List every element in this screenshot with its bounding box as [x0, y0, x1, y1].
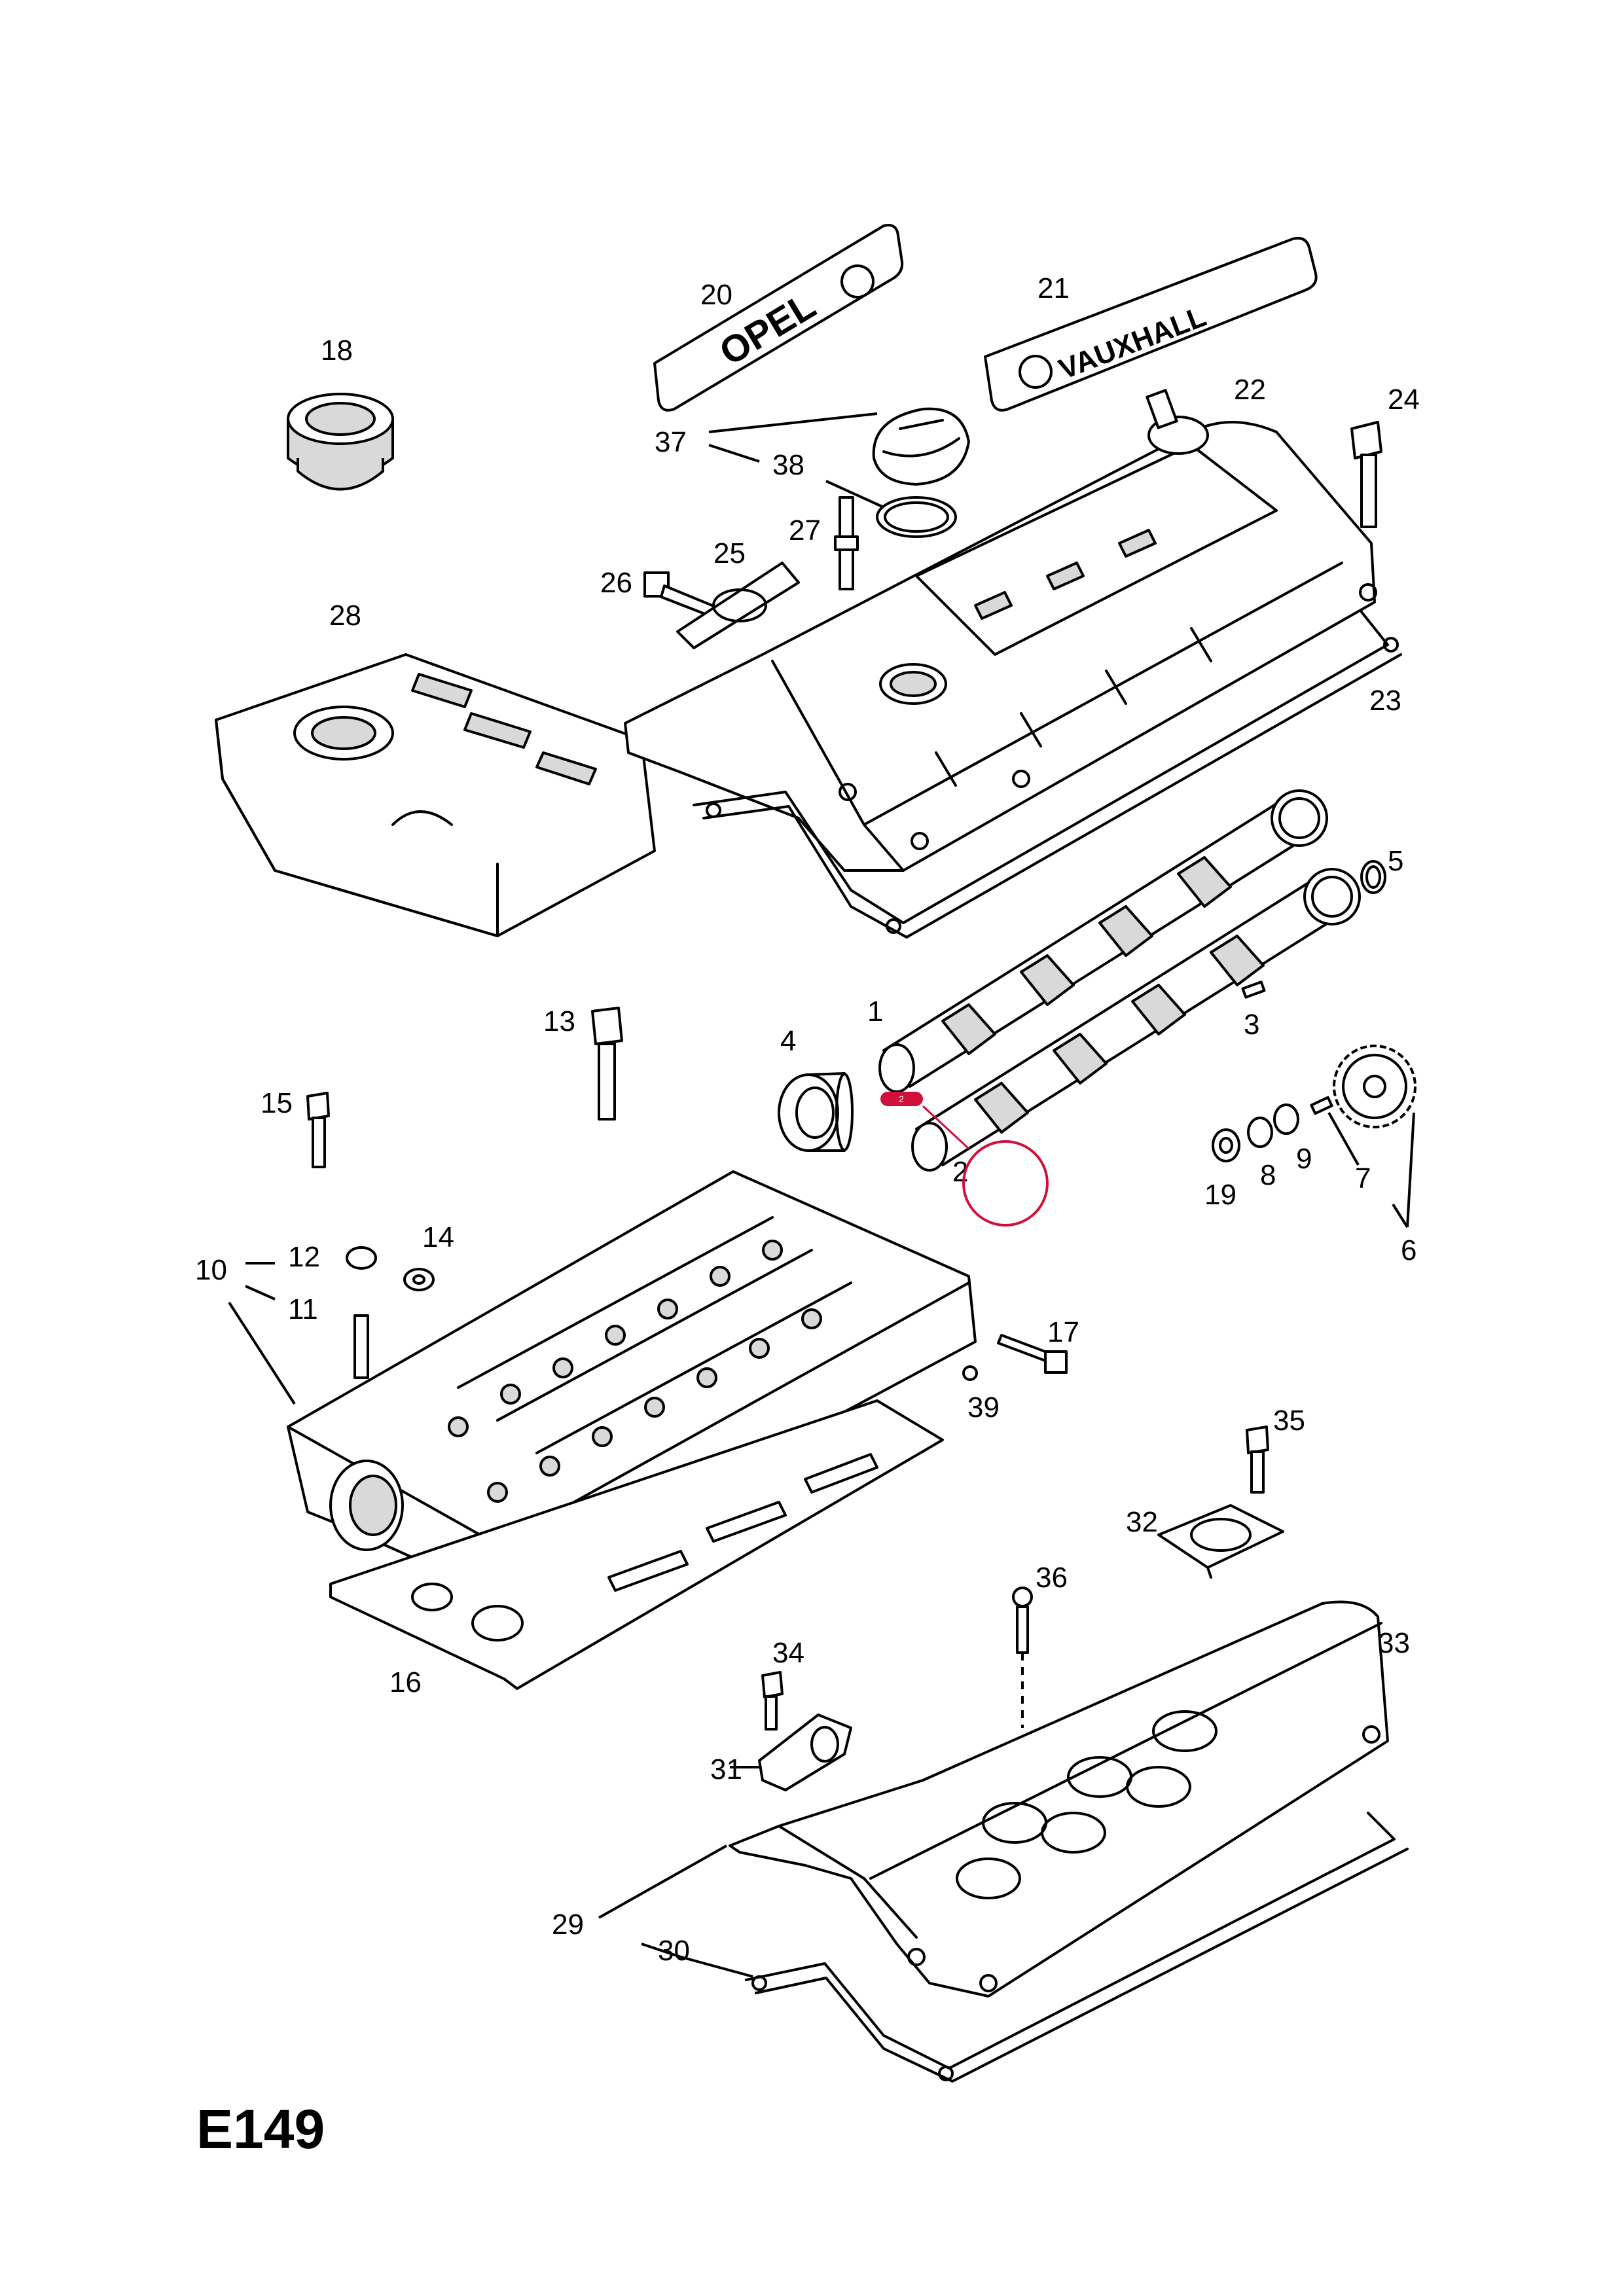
callout-22: 22 — [1234, 374, 1266, 406]
part-18-filler-neck[interactable] — [287, 393, 394, 491]
callout-8: 8 — [1260, 1159, 1276, 1191]
callout-32: 32 — [1126, 1506, 1158, 1538]
callout-18: 18 — [321, 334, 353, 367]
part-3-woodruff-key[interactable] — [1241, 980, 1266, 999]
callout-30: 30 — [658, 1935, 690, 1967]
highlight-circle[interactable] — [962, 1140, 1049, 1227]
part-12-nut[interactable] — [346, 1246, 377, 1270]
part-16-head-gasket[interactable] — [329, 1399, 944, 1690]
callout-38: 38 — [772, 449, 804, 481]
callout-1: 1 — [867, 996, 883, 1028]
part-25-flange[interactable] — [676, 562, 800, 649]
callout-19: 19 — [1204, 1179, 1236, 1211]
callout-21: 21 — [1038, 272, 1070, 304]
part-34-bolt[interactable] — [761, 1671, 784, 1731]
callout-34: 34 — [772, 1637, 804, 1669]
part-28-engine-cover[interactable] — [215, 653, 656, 937]
part-29-lower-cover[interactable] — [729, 1600, 1389, 1998]
callout-23: 23 — [1369, 685, 1401, 717]
page-code: E149 — [196, 2098, 325, 2160]
callout-20: 20 — [700, 279, 732, 311]
highlight-badge-label: 2 — [899, 1094, 904, 1104]
callout-26: 26 — [600, 567, 632, 599]
callout-14: 14 — [422, 1221, 454, 1253]
opel-logo — [840, 264, 875, 298]
callout-3: 3 — [1244, 1009, 1259, 1041]
part-9-washer[interactable] — [1273, 1103, 1299, 1135]
part-4-oil-seal[interactable] — [778, 1072, 854, 1152]
part-27-stud[interactable] — [834, 496, 859, 590]
part-5-seal-ring[interactable] — [1360, 860, 1386, 894]
highlight-annotation[interactable]: 2 — [880, 1092, 1049, 1227]
part-35-bolt[interactable] — [1246, 1426, 1269, 1494]
part-11-stud[interactable] — [353, 1314, 369, 1379]
callout-5: 5 — [1388, 845, 1403, 877]
callout-29: 29 — [552, 1909, 584, 1941]
callout-17: 17 — [1047, 1316, 1079, 1348]
part-10-cylinder-head[interactable] — [287, 1170, 977, 1592]
callout-15: 15 — [261, 1087, 293, 1119]
part-32-housing-cover[interactable] — [1157, 1504, 1284, 1579]
part-22-camshaft-cover[interactable] — [624, 389, 1377, 872]
part-30-lower-gasket[interactable] — [745, 1812, 1409, 2083]
part-21-vauxhall-nameplate[interactable]: VAUXHALL — [984, 236, 1318, 412]
callout-4: 4 — [780, 1025, 796, 1057]
part-31-flange[interactable] — [758, 1713, 852, 1791]
callout-labels: 1 2 3 4 5 6 7 8 9 10 11 12 13 14 15 16 1… — [195, 272, 1420, 1967]
callout-6: 6 — [1401, 1234, 1416, 1266]
callout-7: 7 — [1355, 1162, 1371, 1194]
callout-24: 24 — [1388, 384, 1420, 416]
callout-31: 31 — [710, 1753, 742, 1785]
part-36-stud[interactable] — [1012, 1587, 1033, 1728]
part-17-bolt[interactable] — [997, 1334, 1068, 1374]
part-20-opel-nameplate[interactable]: OPEL — [653, 224, 904, 412]
callout-39: 39 — [967, 1391, 1000, 1424]
highlight-badge[interactable] — [880, 1092, 923, 1106]
part-39-plug[interactable] — [962, 1365, 978, 1381]
part-24-bolt[interactable] — [1350, 421, 1382, 528]
leader-lines — [228, 412, 1415, 1978]
part-38-filler-cap-seal[interactable] — [876, 496, 957, 538]
callout-37: 37 — [655, 426, 687, 458]
part-19-nut[interactable] — [1212, 1128, 1240, 1162]
vauxhall-griffin-logo — [1019, 355, 1053, 389]
callout-36: 36 — [1036, 1562, 1068, 1594]
part-1-intake-camshaft[interactable] — [878, 789, 1328, 1093]
part-7-pin[interactable] — [1310, 1096, 1333, 1115]
part-37-oil-filler-cap[interactable] — [872, 407, 970, 486]
callout-25: 25 — [713, 537, 746, 569]
callout-13: 13 — [543, 1005, 575, 1037]
part-6-camshaft-gear[interactable] — [1333, 1045, 1416, 1128]
callout-10: 10 — [195, 1254, 227, 1286]
callout-9: 9 — [1296, 1143, 1312, 1175]
part-2-exhaust-camshaft[interactable] — [911, 868, 1361, 1172]
callout-16: 16 — [389, 1666, 422, 1698]
callout-28: 28 — [329, 600, 361, 632]
part-23-cover-gasket[interactable] — [693, 611, 1402, 939]
part-13-head-bolt[interactable] — [591, 1007, 623, 1121]
callout-27: 27 — [789, 514, 821, 547]
callout-11: 11 — [288, 1293, 318, 1325]
callout-12: 12 — [288, 1241, 320, 1273]
callout-33: 33 — [1378, 1627, 1410, 1659]
part-8-washer[interactable] — [1247, 1117, 1273, 1148]
part-15-bolt[interactable] — [306, 1092, 330, 1168]
part-14-nut[interactable] — [403, 1268, 435, 1291]
highlight-leader — [922, 1105, 970, 1150]
callout-35: 35 — [1273, 1405, 1305, 1437]
